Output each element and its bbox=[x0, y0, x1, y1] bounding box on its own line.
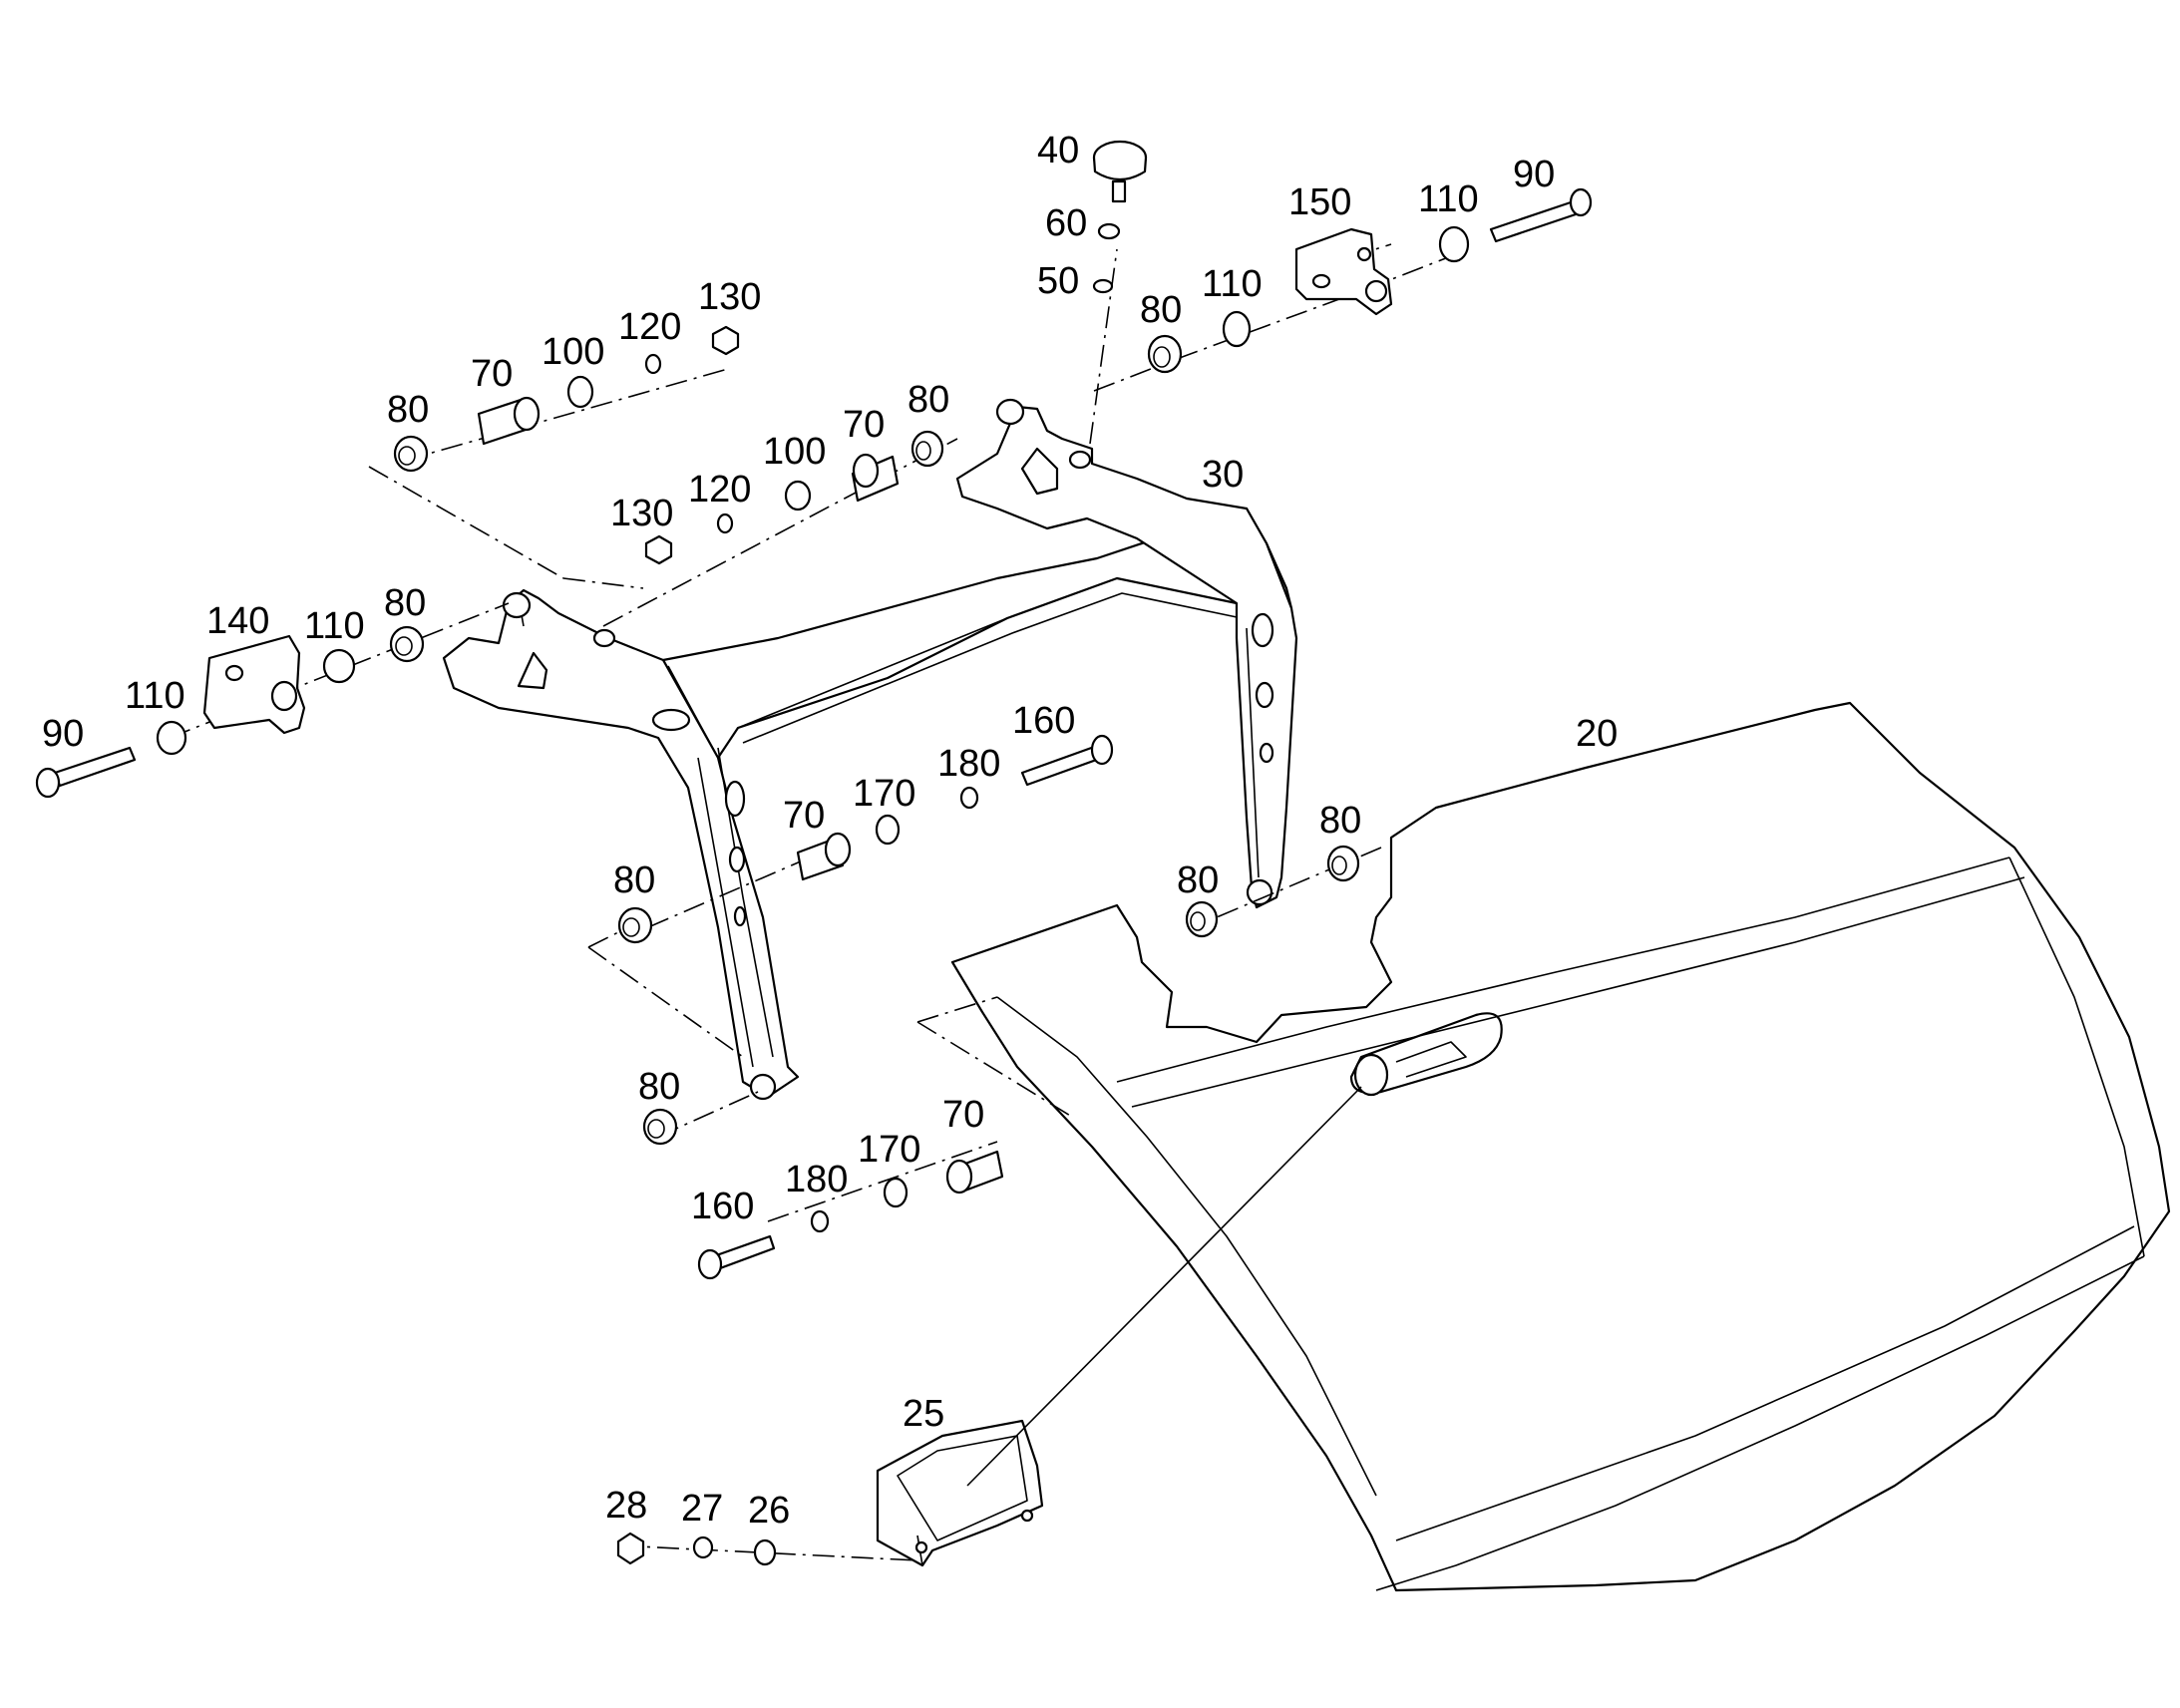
callout-160: 160 bbox=[691, 1186, 754, 1227]
callout-80: 80 bbox=[1319, 800, 1361, 842]
bushing-80-m bbox=[910, 430, 944, 468]
washer-110-tr bbox=[1438, 225, 1470, 263]
ring-120-m bbox=[716, 512, 734, 534]
ring-50 bbox=[1092, 278, 1114, 294]
callout-70: 70 bbox=[942, 1094, 984, 1136]
callout-150: 150 bbox=[1288, 181, 1351, 223]
callout-110: 110 bbox=[125, 675, 185, 717]
ring-120-t bbox=[644, 353, 662, 375]
frame-part-30 bbox=[442, 398, 1298, 1101]
callout-80: 80 bbox=[613, 859, 655, 901]
callout-80: 80 bbox=[387, 389, 429, 431]
bushing-80-mr bbox=[1185, 900, 1219, 938]
bolt-160-m bbox=[1020, 734, 1114, 787]
callout-50: 50 bbox=[1037, 260, 1079, 302]
callout-130: 130 bbox=[610, 493, 673, 534]
callout-80: 80 bbox=[638, 1066, 680, 1108]
callout-90: 90 bbox=[42, 713, 84, 755]
sleeve-70-tl bbox=[477, 396, 541, 446]
ring-27 bbox=[692, 1536, 714, 1559]
panel-part-20 bbox=[950, 701, 2171, 1592]
bushing-80-ml bbox=[617, 906, 653, 944]
callout-160: 160 bbox=[1012, 700, 1075, 742]
sleeve-70-b bbox=[945, 1150, 1004, 1195]
washer-110-l bbox=[322, 648, 356, 684]
callout-180: 180 bbox=[937, 743, 1000, 785]
callout-180: 180 bbox=[785, 1159, 848, 1200]
callout-70: 70 bbox=[471, 353, 513, 395]
bushing-80-tl bbox=[393, 435, 429, 473]
frame-lug-right bbox=[995, 398, 1025, 426]
callout-100: 100 bbox=[542, 331, 604, 373]
callout-70: 70 bbox=[783, 795, 825, 837]
callout-130: 130 bbox=[698, 276, 761, 318]
bushing-80-r bbox=[1326, 845, 1360, 882]
callout-40: 40 bbox=[1037, 130, 1079, 171]
washer-100-t bbox=[566, 375, 594, 409]
washer-26 bbox=[753, 1538, 777, 1566]
callout-120: 120 bbox=[688, 469, 751, 511]
callout-110: 110 bbox=[1418, 178, 1479, 220]
bolt-90-l bbox=[35, 746, 137, 799]
callout-100: 100 bbox=[763, 431, 826, 473]
callout-20: 20 bbox=[1576, 713, 1618, 755]
nut-28 bbox=[616, 1532, 645, 1565]
callout-30: 30 bbox=[1202, 454, 1244, 496]
callout-80: 80 bbox=[908, 379, 949, 421]
callout-120: 120 bbox=[618, 306, 681, 348]
callout-140: 140 bbox=[206, 600, 269, 642]
callout-labels: 40 60 50 150 110 90 80 110 130 120 100 7… bbox=[42, 130, 1618, 1532]
callout-28: 28 bbox=[605, 1485, 647, 1527]
ring-180-b bbox=[810, 1209, 830, 1233]
callout-80: 80 bbox=[1177, 859, 1219, 901]
bolt-160-b bbox=[697, 1234, 776, 1280]
washer-60 bbox=[1097, 222, 1121, 240]
callout-27: 27 bbox=[681, 1488, 723, 1530]
washer-100-m bbox=[784, 480, 812, 512]
sleeve-70-m bbox=[851, 453, 900, 503]
callout-80: 80 bbox=[1140, 289, 1182, 331]
nut-130-t bbox=[711, 325, 740, 356]
callout-25: 25 bbox=[903, 1393, 944, 1435]
washer-110-bl bbox=[156, 720, 187, 756]
control-box-part-25 bbox=[876, 1419, 1044, 1567]
plate-140 bbox=[202, 634, 306, 735]
bushing-80-top bbox=[1147, 334, 1183, 374]
bolt-90-tr bbox=[1489, 187, 1593, 243]
nut-130-m bbox=[644, 534, 673, 565]
callout-170: 170 bbox=[853, 773, 915, 815]
callout-110: 110 bbox=[1202, 263, 1263, 305]
assembly-axes bbox=[169, 243, 1457, 1561]
callout-70: 70 bbox=[843, 404, 885, 446]
ring-180-m bbox=[959, 786, 979, 810]
washer-170-b bbox=[883, 1177, 908, 1208]
sleeve-70-l bbox=[796, 832, 852, 881]
frame-lug-left bbox=[502, 591, 532, 619]
washer-110-top bbox=[1222, 310, 1252, 348]
knob-40 bbox=[1092, 140, 1148, 203]
callout-26: 26 bbox=[748, 1490, 790, 1532]
washer-170-m bbox=[875, 814, 901, 846]
bushing-80-l bbox=[389, 625, 425, 663]
callout-60: 60 bbox=[1045, 202, 1087, 244]
hardware bbox=[35, 140, 1593, 1566]
callout-80: 80 bbox=[384, 582, 426, 624]
plate-150 bbox=[1294, 227, 1393, 316]
bushing-80-bl bbox=[642, 1108, 678, 1146]
callout-170: 170 bbox=[858, 1129, 920, 1171]
callout-110: 110 bbox=[304, 605, 365, 647]
callout-90: 90 bbox=[1513, 154, 1555, 195]
